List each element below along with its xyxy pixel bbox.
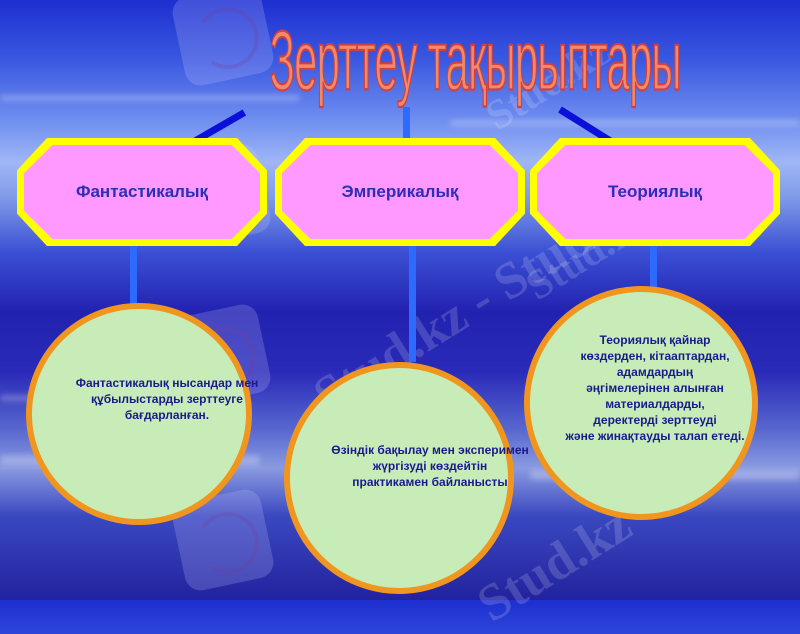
category-box-theoretical: Теориялық bbox=[530, 138, 780, 246]
connector-line bbox=[409, 246, 416, 362]
connector-line bbox=[650, 246, 657, 300]
category-box-empirical: Эмперикалық bbox=[275, 138, 525, 246]
category-label: Эмперикалық bbox=[341, 182, 459, 201]
description-text: Фантастикалық нысандар мен құбылыстарды … bbox=[75, 376, 259, 422]
category-box-fantastic: Фантастикалық bbox=[17, 138, 267, 246]
description-text: Теориялық қайнар көздерден, кітааптардан… bbox=[565, 333, 745, 443]
category-label: Теориялық bbox=[608, 182, 702, 201]
description-ellipse-fantastic: Фантастикалық нысандар мен құбылыстарды … bbox=[26, 303, 258, 525]
background-streak bbox=[450, 120, 800, 126]
category-label: Фантастикалық bbox=[75, 182, 209, 201]
background-streak bbox=[0, 95, 300, 101]
description-ellipse-theoretical: Теориялық қайнар көздерден, кітааптардан… bbox=[524, 286, 758, 520]
description-text: Өзіндік бақылау мен эксперимен жүргізуді… bbox=[331, 443, 529, 489]
description-ellipse-empirical: Өзіндік бақылау мен эксперимен жүргізуді… bbox=[284, 362, 529, 594]
slide-title: Зерттеу тақырыптары bbox=[269, 14, 682, 109]
connector-line bbox=[130, 246, 137, 308]
watermark-logo-icon bbox=[169, 0, 277, 89]
